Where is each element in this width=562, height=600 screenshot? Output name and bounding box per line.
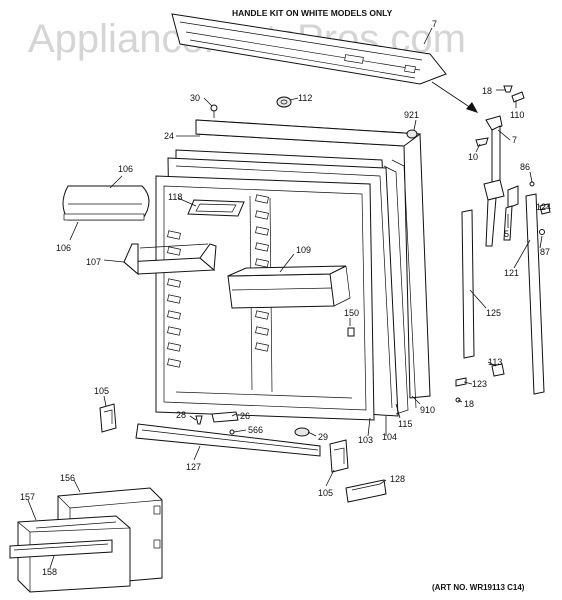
callout-150: 150 [344,308,359,318]
door-shelf-107-part [122,243,217,276]
callout-18-bottom: 18 [464,399,474,409]
small-shelf-part [187,199,245,217]
callout-105-left: 105 [94,386,109,396]
callout-106-bottom: 106 [56,243,71,253]
callout-86: 86 [520,162,530,172]
callout-106-top: 106 [118,164,133,174]
callout-87: 87 [540,247,550,257]
callout-30: 30 [190,93,200,103]
callout-107: 107 [86,257,101,267]
callout-110: 110 [510,110,524,120]
callout-103: 103 [358,435,373,445]
cap-921-part [406,129,418,139]
callout-910: 910 [420,405,435,415]
callout-115: 115 [398,419,412,429]
handle-top-part [171,13,447,85]
callout-10: 10 [468,152,478,162]
callout-127: 127 [186,462,201,472]
diagram-title: HANDLE KIT ON WHITE MODELS ONLY [232,8,393,18]
callout-566: 566 [248,425,263,435]
handle-side-parts [455,85,551,403]
callout-26: 26 [240,411,250,421]
callout-121: 121 [504,268,519,278]
callout-118: 118 [168,192,182,202]
callout-7-top: 7 [432,19,437,29]
callout-113: 113 [488,357,502,367]
dairy-door-106-part [62,185,150,221]
clip-150-part [347,327,355,337]
callout-125: 125 [486,308,501,318]
callout-5: 5 [504,229,509,239]
callout-124: 124 [536,202,551,212]
liner-ribs-left [167,230,181,368]
callout-156: 156 [60,473,75,483]
screw-30-part [210,104,218,118]
leader-lines [27,27,547,569]
callout-29: 29 [318,432,328,442]
callout-105-right: 105 [318,488,333,498]
callout-157: 157 [20,492,35,502]
callout-158: 158 [42,567,57,577]
callout-921: 921 [404,110,419,120]
plug-112-part [276,96,292,108]
callout-18-top: 18 [482,86,492,96]
door-bin-109-part [227,265,351,309]
callout-104: 104 [382,432,397,442]
art-number: (ART NO. WR19113 C14) [432,583,525,592]
callout-112: 112 [298,93,312,103]
callout-labels: 7 18 110 30 112 921 24 7 10 106 86 118 1… [20,19,551,577]
bottom-parts [99,403,387,503]
arrow-icon [466,102,478,113]
callout-109: 109 [296,245,311,255]
callout-7-side: 7 [512,135,517,145]
callout-24: 24 [164,131,174,141]
crisper-pans-part [9,487,163,593]
callout-28: 28 [176,410,186,420]
callout-128: 128 [390,474,405,484]
callout-123: 123 [472,379,487,389]
